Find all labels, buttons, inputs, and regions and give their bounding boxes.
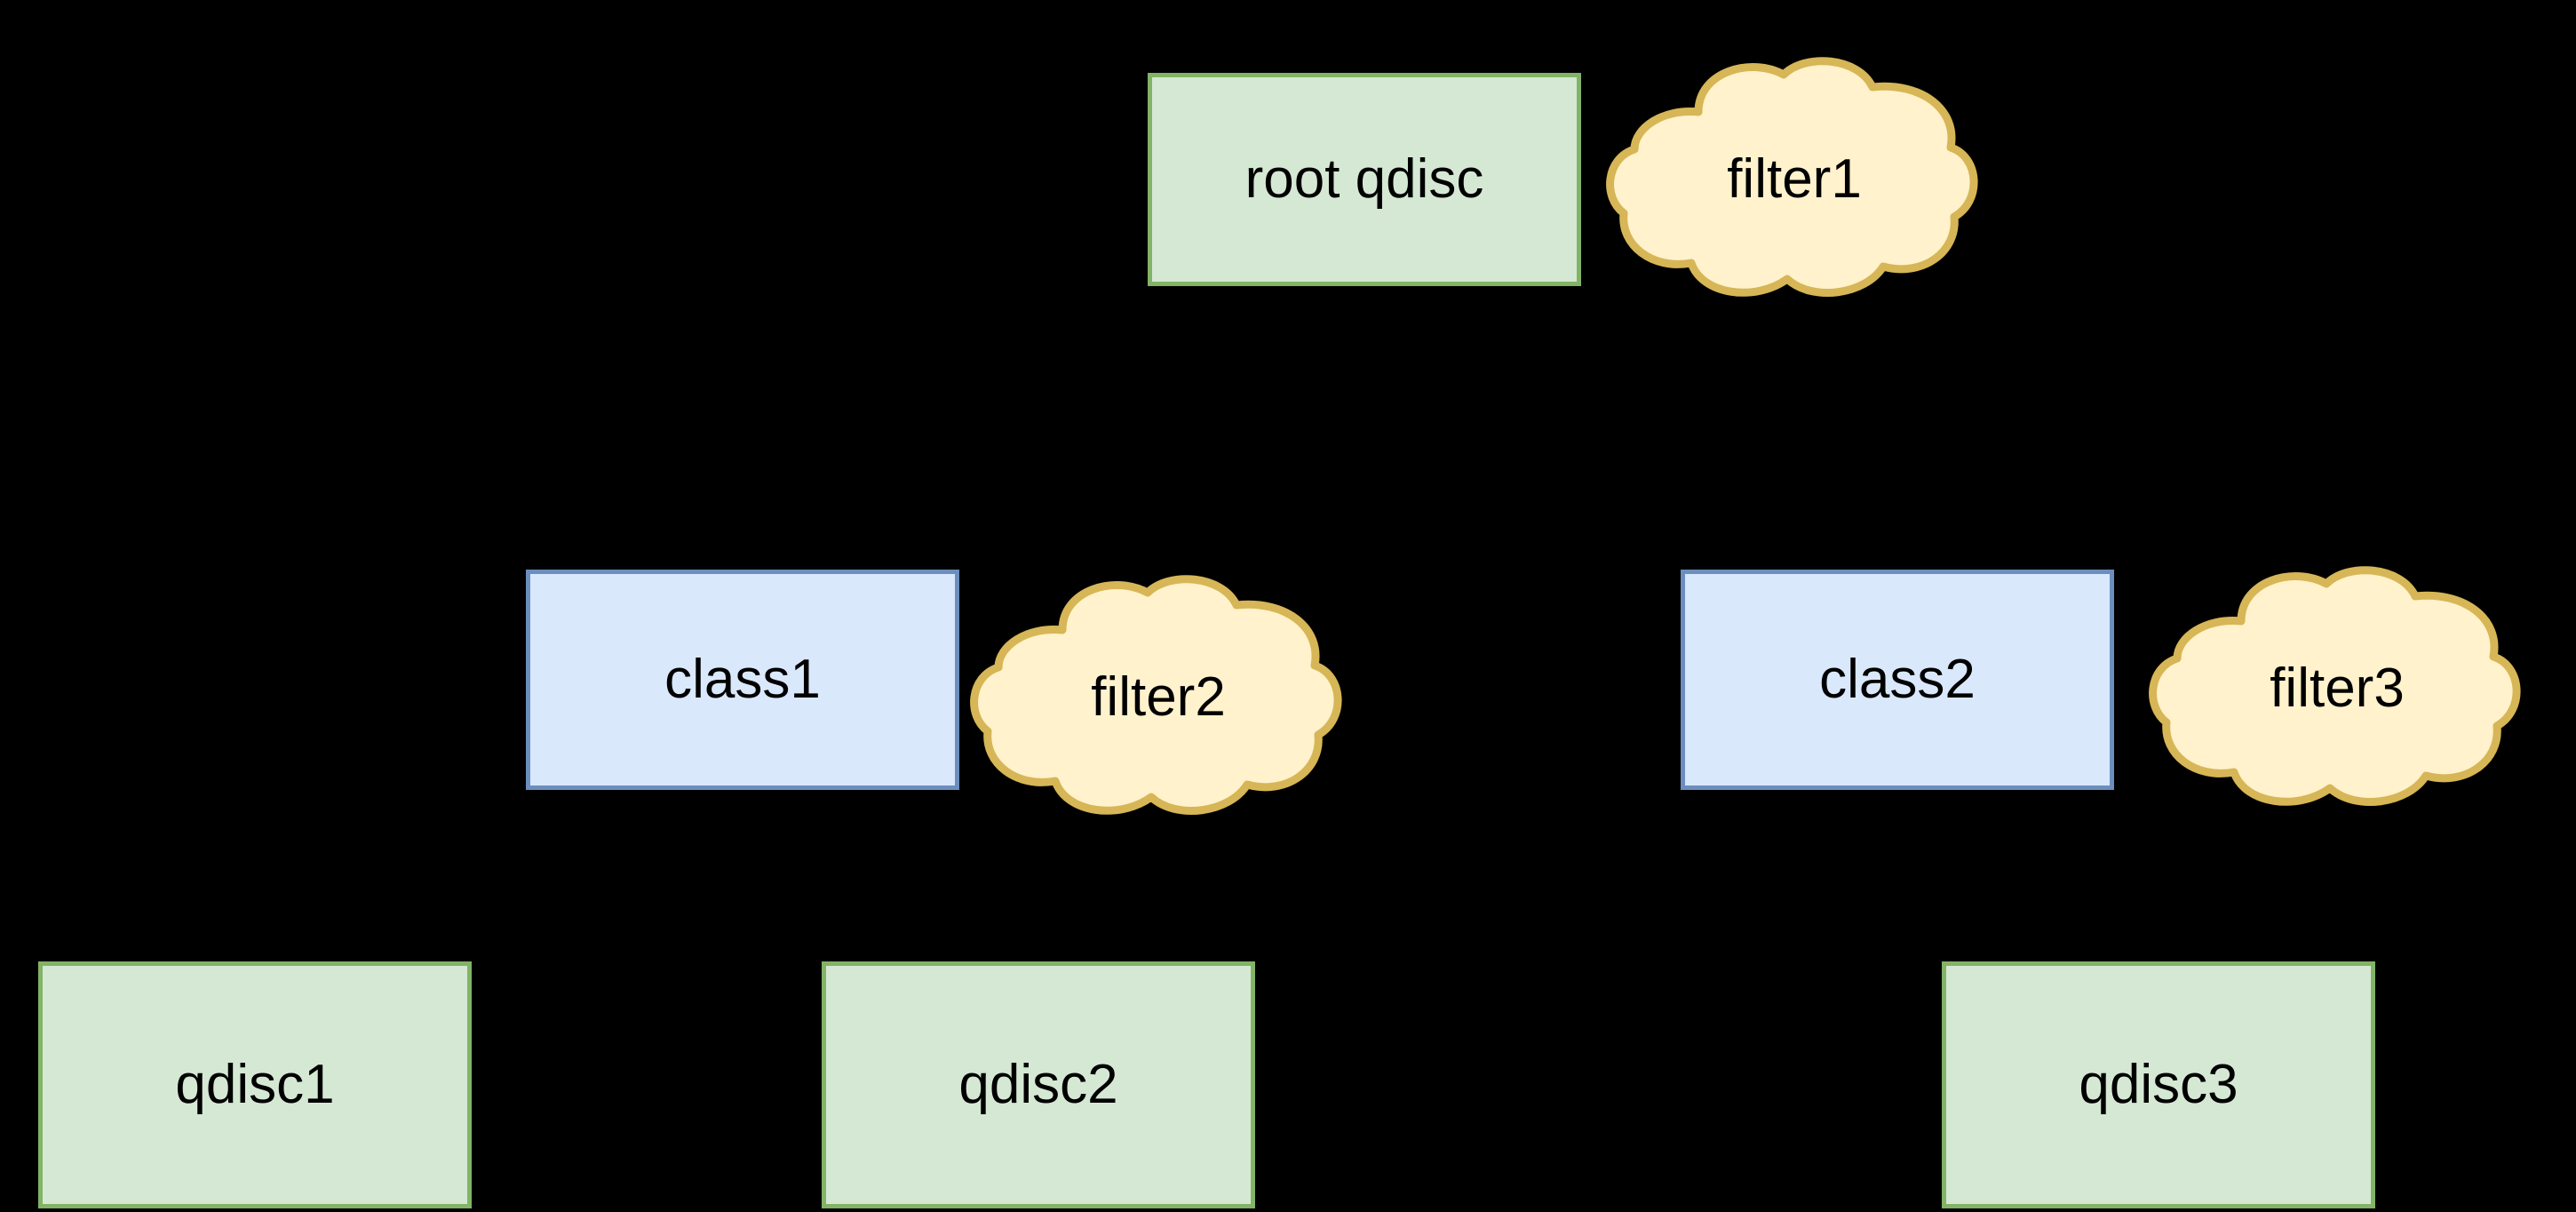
node-filter3[interactable]: filter3: [2145, 555, 2529, 822]
node-class1-label: class1: [664, 648, 821, 710]
cloud-shape-icon: [1606, 57, 1978, 298]
node-class2-label: class2: [1819, 648, 1976, 710]
edge-class2-to-root: [1346, 288, 1900, 570]
node-qdisc3-label: qdisc3: [2079, 1053, 2238, 1115]
node-filter2[interactable]: filter2: [966, 564, 1350, 831]
node-qdisc2-label: qdisc2: [958, 1053, 1118, 1115]
edge-class1-to-root: [740, 288, 1377, 570]
node-qdisc1[interactable]: qdisc1: [38, 961, 472, 1208]
node-qdisc2[interactable]: qdisc2: [822, 961, 1255, 1208]
node-qdisc3[interactable]: qdisc3: [1942, 961, 2375, 1208]
edge-qdisc1-to-class1: [252, 792, 749, 961]
node-root-qdisc-label: root qdisc: [1244, 148, 1484, 210]
node-filter1[interactable]: filter1: [1602, 46, 1986, 313]
node-filter1-label: filter1: [1727, 148, 1862, 210]
cloud-shape-icon: [970, 575, 1342, 816]
node-class2[interactable]: class2: [1681, 570, 2114, 790]
node-qdisc1-label: qdisc1: [175, 1053, 335, 1115]
cloud-shape-icon: [2149, 566, 2521, 807]
node-root-qdisc[interactable]: root qdisc: [1148, 73, 1581, 286]
node-filter3-label: filter3: [2270, 657, 2405, 719]
node-class1[interactable]: class1: [526, 570, 959, 790]
edge-qdisc3-to-class2: [1871, 792, 2161, 961]
node-filter2-label: filter2: [1091, 666, 1226, 728]
